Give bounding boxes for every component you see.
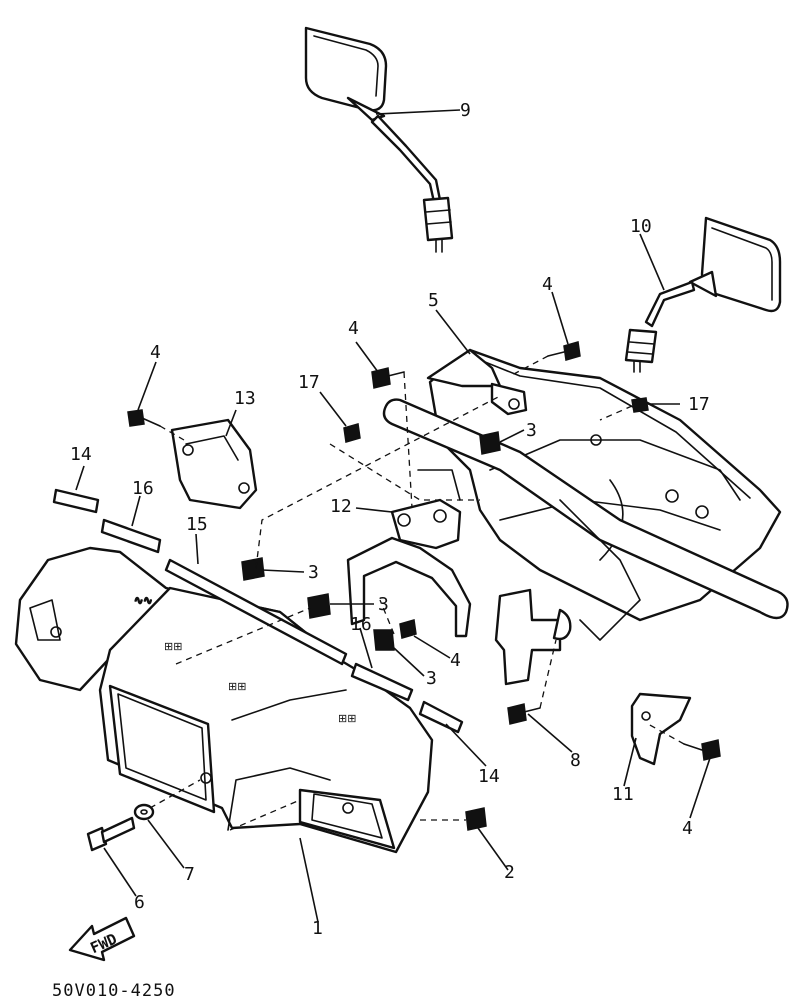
callout-5: 5 [428,290,439,311]
callout-16b: 16 [350,614,372,635]
headlight-cowl: ∿∿ ⊞⊞ ⊞⊞ ⊞⊞ [14,546,434,854]
svg-text:∿∿: ∿∿ [134,595,152,607]
trim-strips [52,488,464,734]
callout-3d: 3 [426,668,437,689]
svg-text:⊞⊞: ⊞⊞ [164,641,182,653]
callout-17a: 17 [298,372,320,393]
forward-arrow: FWD [68,916,136,962]
svg-text:⊞⊞: ⊞⊞ [338,713,356,725]
callout-9: 9 [460,100,471,121]
callout-16a: 16 [132,478,154,499]
assembly-lines [149,355,685,831]
callout-3b: 3 [308,562,319,583]
callout-14a: 14 [70,444,92,465]
callout-14b: 14 [478,766,500,787]
callout-4b: 4 [348,318,359,339]
upper-bracket [426,348,528,416]
callout-labels: 9 10 5 4 4 4 17 17 13 3 14 16 12 15 3 3 … [70,100,710,939]
callout-11: 12 [330,496,352,517]
center-bracket [346,469,472,638]
callout-4a: 4 [542,274,553,295]
callout-3c: 3 [378,594,389,615]
leader-lines [75,109,711,923]
side-bracket-left [170,418,258,510]
callout-4e: 4 [682,818,693,839]
callout-12: 11 [612,784,634,805]
callout-1: 1 [312,918,323,939]
svg-text:⊞⊞: ⊞⊞ [228,681,246,693]
side-bracket-right [630,692,692,766]
left-mirror [304,26,454,253]
callout-4d: 4 [450,650,461,671]
frame-assembly [382,348,789,686]
diagram-code: 50V010-4250 [52,981,176,1001]
right-mirror [624,216,782,373]
callout-10: 10 [630,216,652,237]
callout-6: 6 [134,892,145,913]
callout-17b: 17 [688,394,710,415]
callout-3a: 3 [526,420,537,441]
callout-4c: 4 [150,342,161,363]
hardware [86,341,721,852]
callout-2: 2 [504,862,515,883]
callout-13: 13 [234,388,256,409]
callout-15: 15 [186,514,208,535]
callout-7: 7 [184,864,195,885]
callout-8: 8 [570,750,581,771]
